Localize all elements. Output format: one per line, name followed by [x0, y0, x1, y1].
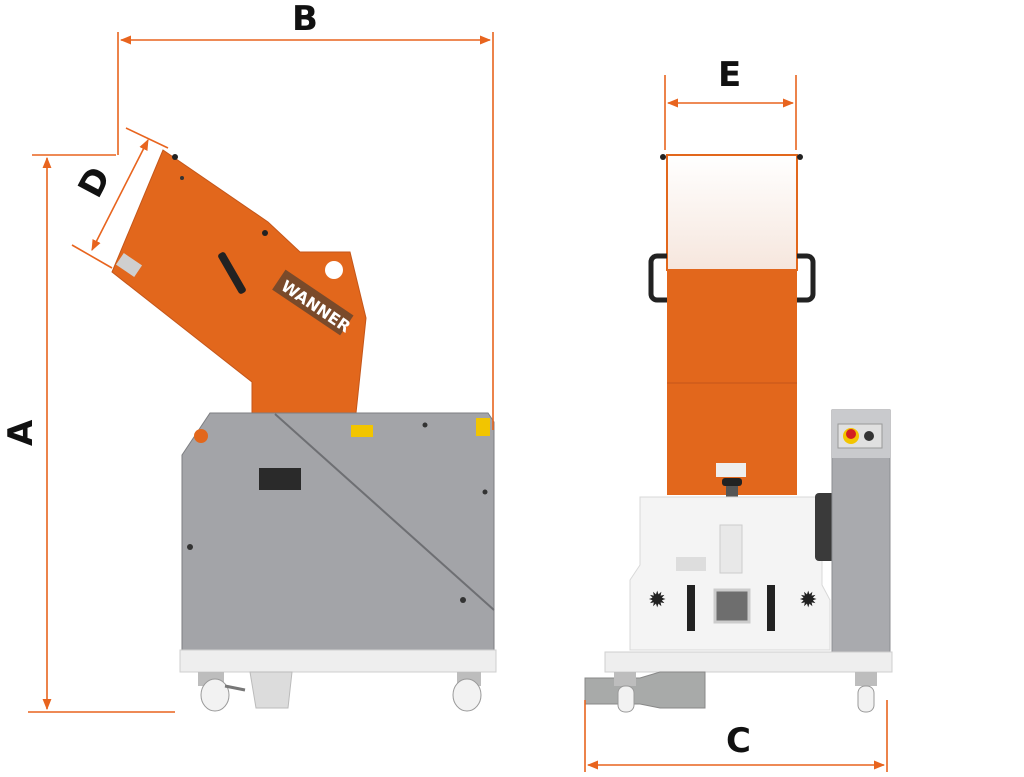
label-b: B — [292, 0, 318, 39]
front-wheel-right — [855, 672, 877, 713]
dimension-a: A — [1, 154, 175, 713]
label-c: C — [726, 721, 751, 761]
side-body — [181, 412, 495, 651]
handle-left — [648, 253, 667, 303]
star-knob-right: ✹ — [799, 588, 817, 613]
dimension-c: C — [584, 700, 888, 772]
hopper-handle — [218, 252, 246, 294]
chamber-handle-right — [767, 585, 775, 631]
label-d: D — [71, 161, 120, 205]
front-hopper-top — [666, 154, 798, 271]
outlet-pipe — [584, 671, 706, 709]
chamber-screen — [713, 588, 751, 624]
dimension-b: B — [117, 0, 494, 430]
dimension-e: E — [664, 55, 797, 150]
front-view: ✹ ✹ — [584, 154, 893, 713]
selector-switch — [864, 431, 874, 441]
hopper-label-plate — [115, 253, 143, 277]
motor — [815, 493, 835, 561]
chamber-sticker — [676, 557, 706, 571]
star-knob-left: ✹ — [648, 588, 666, 613]
side-wheel-right — [452, 672, 482, 712]
label-a: A — [1, 419, 41, 446]
side-wheel-left — [198, 672, 246, 712]
front-wheel-left — [614, 672, 636, 713]
side-outlet-chute — [249, 671, 293, 709]
emergency-button-side — [476, 418, 490, 436]
warning-sticker — [351, 425, 373, 437]
side-frame — [179, 649, 497, 673]
side-view: WANNER — [111, 149, 497, 712]
handle-right — [797, 253, 816, 303]
side-window — [259, 468, 301, 490]
front-frame — [604, 651, 893, 673]
chamber-handle-left — [687, 585, 695, 631]
hopper-hole — [325, 261, 343, 279]
hopper-notice-sticker — [716, 463, 746, 477]
label-e: E — [718, 55, 741, 95]
side-knob — [194, 429, 208, 443]
